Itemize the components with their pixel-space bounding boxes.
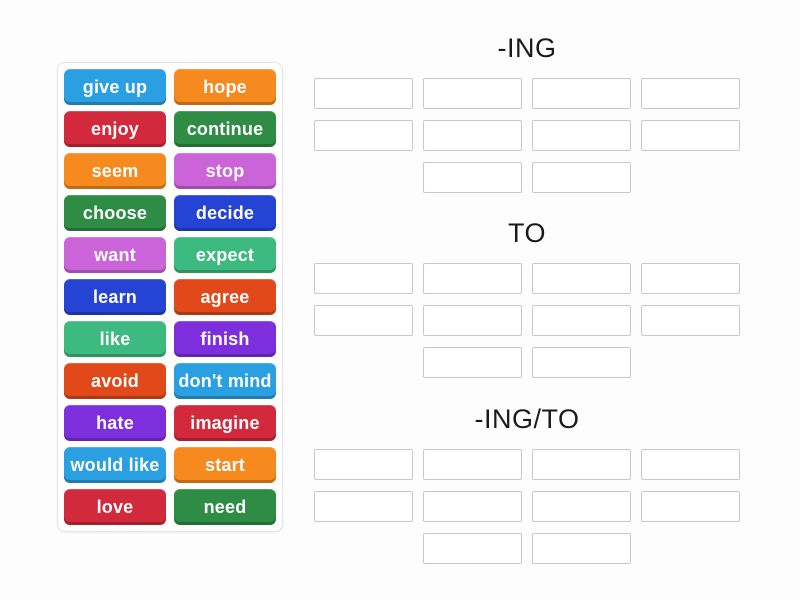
word-tile[interactable]: want <box>64 237 166 273</box>
drop-slot[interactable] <box>532 78 631 109</box>
word-tile[interactable]: avoid <box>64 363 166 399</box>
drop-slot[interactable] <box>532 120 631 151</box>
slot-row <box>314 263 740 294</box>
slot-grid <box>314 78 740 193</box>
drop-slot[interactable] <box>423 449 522 480</box>
word-tile[interactable]: hate <box>64 405 166 441</box>
drop-slot[interactable] <box>641 78 740 109</box>
drop-slot[interactable] <box>314 491 413 522</box>
drop-slot[interactable] <box>641 491 740 522</box>
word-tile[interactable]: love <box>64 489 166 525</box>
word-tile[interactable]: stop <box>174 153 276 189</box>
group-title: -ING/TO <box>474 404 580 434</box>
drop-slot[interactable] <box>314 263 413 294</box>
drop-slot[interactable] <box>641 449 740 480</box>
slot-row <box>314 305 740 336</box>
word-tile[interactable]: give up <box>64 69 166 105</box>
slot-row <box>423 533 631 564</box>
group-to: TO <box>314 218 740 378</box>
drop-slot[interactable] <box>423 78 522 109</box>
word-tile[interactable]: start <box>174 447 276 483</box>
word-tile[interactable]: like <box>64 321 166 357</box>
group-ing-to: -ING/TO <box>314 404 740 564</box>
drop-slot[interactable] <box>532 491 631 522</box>
slot-row <box>423 347 631 378</box>
drop-slot[interactable] <box>532 533 631 564</box>
drop-slot[interactable] <box>314 120 413 151</box>
slot-row <box>423 162 631 193</box>
answer-groups: -ING TO -ING/TO <box>314 0 740 600</box>
word-tile[interactable]: finish <box>174 321 276 357</box>
drop-slot[interactable] <box>423 347 522 378</box>
drop-slot[interactable] <box>641 305 740 336</box>
group-ing: -ING <box>314 33 740 193</box>
drop-slot[interactable] <box>423 533 522 564</box>
drop-slot[interactable] <box>423 491 522 522</box>
word-tile[interactable]: decide <box>174 195 276 231</box>
slot-row <box>314 78 740 109</box>
word-tile[interactable]: enjoy <box>64 111 166 147</box>
drop-slot[interactable] <box>641 120 740 151</box>
drop-slot[interactable] <box>314 305 413 336</box>
drop-slot[interactable] <box>314 449 413 480</box>
word-tile[interactable]: choose <box>64 195 166 231</box>
word-tile[interactable]: continue <box>174 111 276 147</box>
drop-slot[interactable] <box>532 263 631 294</box>
word-tile[interactable]: expect <box>174 237 276 273</box>
slot-row <box>314 120 740 151</box>
word-tile[interactable]: need <box>174 489 276 525</box>
word-tile[interactable]: agree <box>174 279 276 315</box>
drop-slot[interactable] <box>423 263 522 294</box>
word-tile[interactable]: seem <box>64 153 166 189</box>
drop-slot[interactable] <box>423 120 522 151</box>
drop-slot[interactable] <box>532 347 631 378</box>
word-tile[interactable]: hope <box>174 69 276 105</box>
slot-row <box>314 491 740 522</box>
word-tile[interactable]: imagine <box>174 405 276 441</box>
drop-slot[interactable] <box>532 305 631 336</box>
slot-row <box>314 449 740 480</box>
drop-slot[interactable] <box>314 78 413 109</box>
drop-slot[interactable] <box>423 162 522 193</box>
word-tile[interactable]: don't mind <box>174 363 276 399</box>
drop-slot[interactable] <box>532 449 631 480</box>
group-title: TO <box>507 218 546 248</box>
word-tile[interactable]: would like <box>64 447 166 483</box>
slot-grid <box>314 449 740 564</box>
drop-slot[interactable] <box>423 305 522 336</box>
drop-slot[interactable] <box>532 162 631 193</box>
group-title: -ING <box>497 33 557 63</box>
word-tile[interactable]: learn <box>64 279 166 315</box>
slot-grid <box>314 263 740 378</box>
drop-slot[interactable] <box>641 263 740 294</box>
